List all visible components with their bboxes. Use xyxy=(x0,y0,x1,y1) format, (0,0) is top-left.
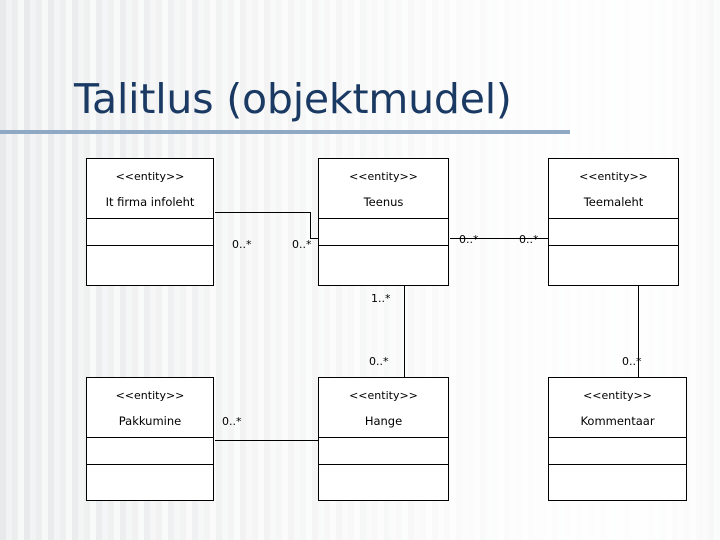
uml-header: <<entity>> Teenus xyxy=(319,159,448,219)
uml-class-teenus[interactable]: <<entity>> Teenus xyxy=(318,158,449,286)
uml-attributes-compartment xyxy=(549,219,678,246)
uml-stereotype: <<entity>> xyxy=(579,170,648,183)
slide-title: Talitlus (objektmudel) xyxy=(74,75,512,123)
uml-operations-compartment xyxy=(319,465,448,492)
uml-operations-compartment xyxy=(87,465,213,492)
uml-stereotype: <<entity>> xyxy=(583,389,652,402)
uml-class-pakkumine[interactable]: <<entity>> Pakkumine xyxy=(86,377,214,501)
uml-class-it-firma-infoleht[interactable]: <<entity>> It firma infoleht xyxy=(86,158,214,286)
uml-operations-compartment xyxy=(319,246,448,273)
connector-infoleht-teenus-entry xyxy=(310,238,318,239)
uml-attributes-compartment xyxy=(319,438,448,465)
uml-class-name: Hange xyxy=(364,414,403,428)
uml-operations-compartment xyxy=(87,246,213,273)
uml-attributes-compartment xyxy=(319,219,448,246)
uml-class-name: It firma infoleht xyxy=(105,195,195,209)
multiplicity-teenus-hange-source: 1..* xyxy=(371,292,391,305)
multiplicity-infoleht-teenus-source: 0..* xyxy=(232,238,252,251)
multiplicity-teemaleht-kommentaar-target: 0..* xyxy=(622,355,642,368)
multiplicity-infoleht-teenus-target: 0..* xyxy=(292,238,312,251)
uml-attributes-compartment xyxy=(87,219,213,246)
connector-infoleht-teenus-drop xyxy=(310,212,311,239)
uml-header: <<entity>> Pakkumine xyxy=(87,378,213,438)
connector-teenus-teemaleht xyxy=(450,238,548,239)
multiplicity-teenus-hange-target: 0..* xyxy=(369,355,389,368)
uml-class-teemaleht[interactable]: <<entity>> Teemaleht xyxy=(548,158,679,286)
uml-class-name: Pakkumine xyxy=(118,414,182,428)
uml-attributes-compartment xyxy=(549,438,686,465)
uml-header: <<entity>> Kommentaar xyxy=(549,378,686,438)
uml-stereotype: <<entity>> xyxy=(115,389,185,402)
connector-teemaleht-kommentaar xyxy=(638,285,639,379)
uml-header: <<entity>> Teemaleht xyxy=(549,159,678,219)
uml-stereotype: <<entity>> xyxy=(349,389,418,402)
uml-stereotype: <<entity>> xyxy=(349,170,418,183)
uml-class-hange[interactable]: <<entity>> Hange xyxy=(318,377,449,501)
uml-header: <<entity>> It firma infoleht xyxy=(87,159,213,219)
uml-class-kommentaar[interactable]: <<entity>> Kommentaar xyxy=(548,377,687,501)
multiplicity-teenus-teemaleht-target: 0..* xyxy=(519,233,539,246)
multiplicity-pakkumine-hange-source: 0..* xyxy=(222,415,242,428)
connector-pakkumine-hange xyxy=(215,440,320,441)
uml-header: <<entity>> Hange xyxy=(319,378,448,438)
connector-teenus-hange xyxy=(404,283,405,379)
uml-operations-compartment xyxy=(549,465,686,492)
multiplicity-teenus-teemaleht-source: 0..* xyxy=(459,233,479,246)
uml-class-name: Teemaleht xyxy=(583,195,644,209)
connector-infoleht-teenus xyxy=(215,212,311,213)
uml-class-name: Kommentaar xyxy=(580,414,655,428)
uml-class-name: Teenus xyxy=(363,195,404,209)
uml-attributes-compartment xyxy=(87,438,213,465)
uml-stereotype: <<entity>> xyxy=(115,170,185,183)
uml-operations-compartment xyxy=(549,246,678,273)
title-underline-rule xyxy=(0,130,570,134)
